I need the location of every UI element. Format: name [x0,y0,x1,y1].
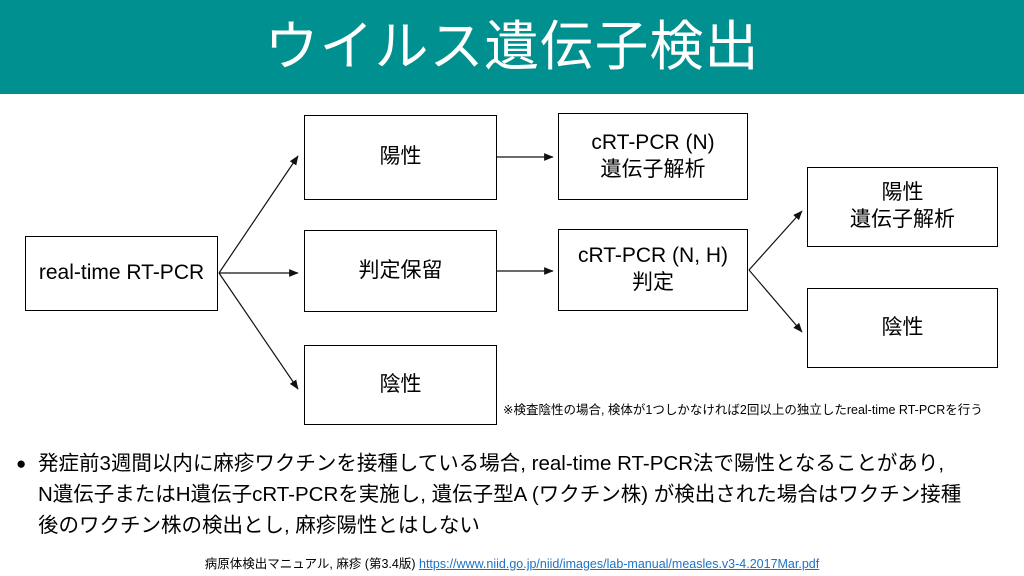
source-citation: 病原体検出マニュアル, 麻疹 (第3.4版) [204,557,419,571]
source-url-link[interactable]: https://www.niid.go.jp/niid/images/lab-m… [419,557,820,571]
node-crtpcr-n-label-line1: cRT-PCR (N) [591,130,715,154]
arrow-realtime-to-negative [218,272,299,390]
node-negative[interactable]: 陰性 [304,345,497,425]
arrow-crtpcr-nh-to-final-positive [748,210,803,271]
node-real-time-rt-pcr-label: real-time RT-PCR [38,261,205,285]
flowchart-diagram: real-time RT-PCR 陽性 判定保留 陰性 cRT-PCR (N) … [0,94,1024,434]
node-real-time-rt-pcr[interactable]: real-time RT-PCR [25,236,218,311]
node-crtpcr-nh-label-line1: cRT-PCR (N, H) [577,244,729,268]
title-band: ウイルス遺伝子検出 [0,0,1024,94]
bullet-text-line-1: 発症前3週間以内に麻疹ワクチンを接種している場合, real-time RT-P… [38,452,945,475]
node-crtpcr-nh[interactable]: cRT-PCR (N, H) 判定 [558,229,748,311]
node-crtpcr-n-label-line2: 遺伝子解析 [600,157,706,181]
node-pending[interactable]: 判定保留 [304,230,497,312]
bullet-text-line-2: N遺伝子またはH遺伝子cRT-PCRを実施し, 遺伝子型A (ワクチン株) が検… [38,483,962,506]
arrow-realtime-to-positive [218,155,299,274]
node-crtpcr-nh-label-line2: 判定 [632,271,674,294]
node-final-positive-label-line1: 陽性 [881,181,924,205]
node-pending-label: 判定保留 [358,258,443,282]
body-text-block: ● 発症前3週間以内に麻疹ワクチンを接種している場合, real-time RT… [14,448,1014,541]
source-footer: 病原体検出マニュアル, 麻疹 (第3.4版) https://www.niid.… [0,553,1024,572]
page-title: ウイルス遺伝子検出 [264,17,760,77]
node-crtpcr-n[interactable]: cRT-PCR (N) 遺伝子解析 [558,113,748,200]
diagram-footnote: ※検査陰性の場合, 検体が1つしかなければ2回以上の独立したreal-time … [503,403,983,417]
bullet-item: ● 発症前3週間以内に麻疹ワクチンを接種している場合, real-time RT… [14,448,1014,541]
node-final-positive-label-line2: 遺伝子解析 [850,208,955,231]
bullet-text: 発症前3週間以内に麻疹ワクチンを接種している場合, real-time RT-P… [38,448,1014,541]
node-positive[interactable]: 陽性 [304,115,497,200]
node-negative-label: 陰性 [379,372,422,396]
bullet-text-line-3: 後のワクチン株の検出とし, 麻疹陽性とはしない [38,514,480,537]
node-final-positive[interactable]: 陽性 遺伝子解析 [807,167,998,247]
arrow-crtpcr-nh-to-final-negative [748,269,803,333]
node-positive-label: 陽性 [379,145,422,169]
node-final-negative[interactable]: 陰性 [807,288,998,368]
node-final-negative-label: 陰性 [881,315,924,339]
bullet-marker-icon: ● [16,454,27,473]
